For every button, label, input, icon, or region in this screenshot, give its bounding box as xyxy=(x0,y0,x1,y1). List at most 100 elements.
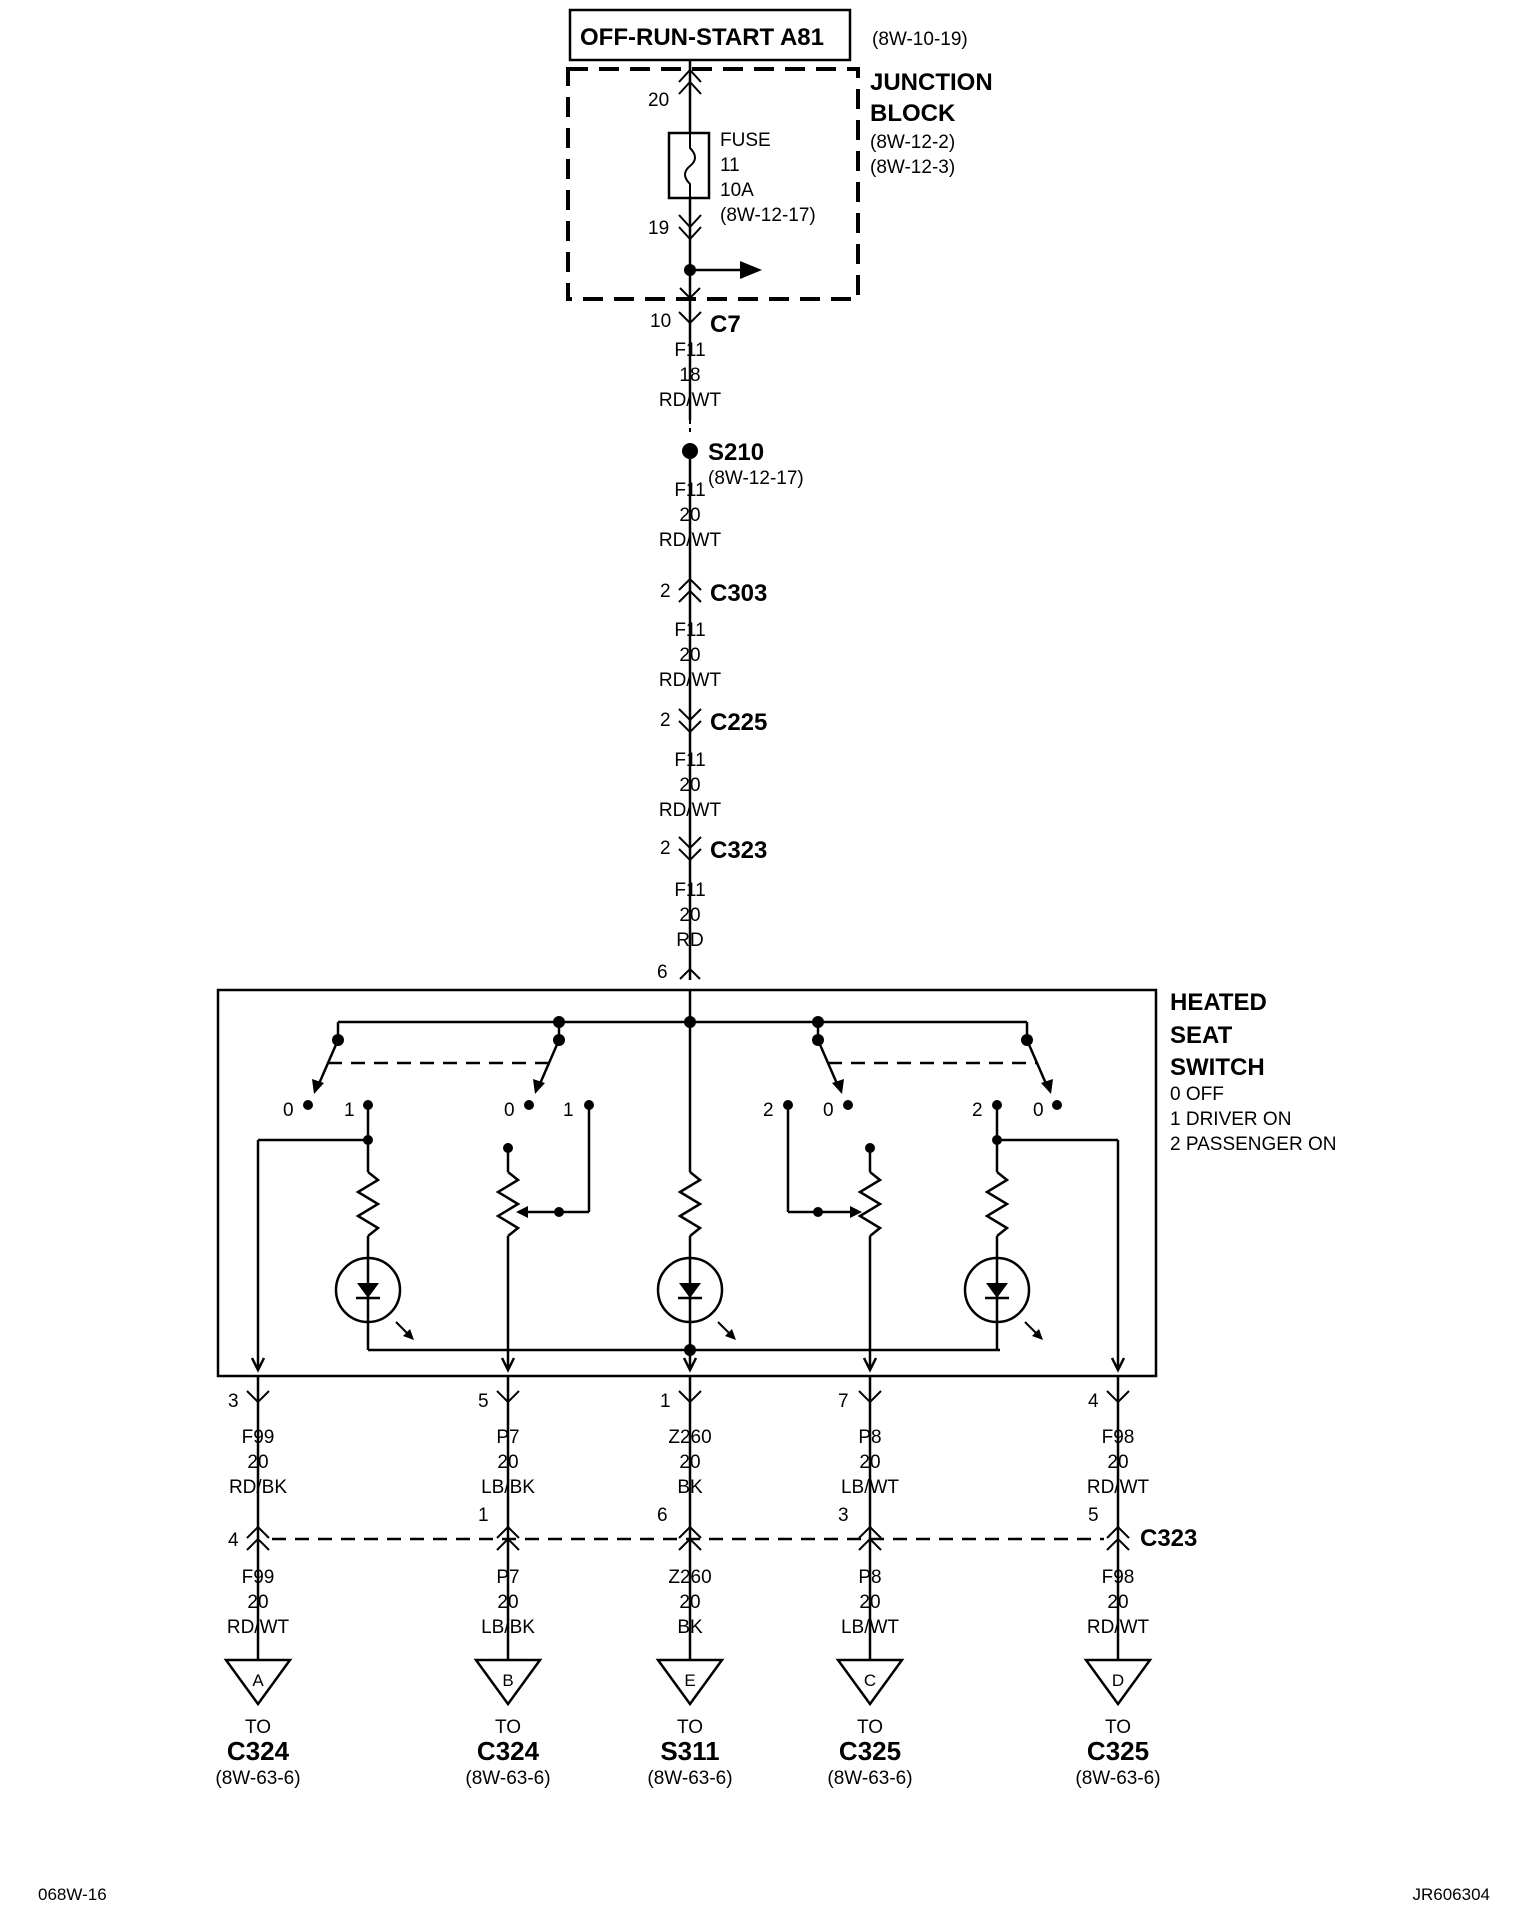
output-color: LB/WT xyxy=(841,1477,899,1498)
output-z260: 1 Z260 20 BK 6 Z260 20 BK E TO S311 (8W-… xyxy=(647,1390,733,1789)
output-pin: 4 xyxy=(1088,1391,1099,1412)
c225-label: C225 xyxy=(710,709,767,736)
to-label: TO xyxy=(495,1717,521,1738)
output-circuit: Z260 xyxy=(668,1427,711,1448)
output-color: RD/WT xyxy=(1087,1477,1150,1498)
led-diode-icon xyxy=(679,1283,701,1298)
position-label: 0 xyxy=(1033,1100,1044,1121)
destination-ref: (8W-63-6) xyxy=(465,1768,550,1789)
fuse-pin-in: 20 xyxy=(648,90,669,111)
off-page-connector-icon xyxy=(835,1658,905,1707)
junction-block-ref-2: (8W-12-3) xyxy=(870,157,955,178)
c7-pin: 10 xyxy=(650,311,671,332)
light-emission-arrow-icon xyxy=(1032,1329,1043,1340)
c323-connector-icon xyxy=(678,1525,702,1551)
destination-label: S311 xyxy=(660,1736,719,1766)
off-page-connector-icon xyxy=(1083,1658,1153,1707)
indicator-lamp-icon xyxy=(656,1256,724,1324)
wire-color: RD/WT xyxy=(659,800,722,821)
off-page-letter: A xyxy=(252,1671,264,1690)
contact-dot xyxy=(843,1100,853,1110)
switch-legend-passenger: 2 PASSENGER ON xyxy=(1170,1134,1336,1155)
footer-page-id: 068W-16 xyxy=(38,1885,107,1904)
output-circuit: P8 xyxy=(858,1427,881,1448)
output-color: BK xyxy=(677,1477,703,1498)
s210-label: S210 xyxy=(708,439,764,466)
output-gauge: 20 xyxy=(247,1452,268,1473)
destination-ref: (8W-63-6) xyxy=(215,1768,300,1789)
connector-icon xyxy=(858,1390,882,1404)
bus-dot xyxy=(553,1016,565,1028)
c225-pin: 2 xyxy=(660,710,671,731)
output-pin: 3 xyxy=(228,1391,239,1412)
to-label: TO xyxy=(677,1717,703,1738)
wire-gauge: 18 xyxy=(679,365,700,386)
off-page-letter: B xyxy=(502,1671,513,1690)
off-page-connector-icon xyxy=(473,1658,543,1707)
to-label: TO xyxy=(245,1717,271,1738)
blade-arrow-icon xyxy=(312,1079,324,1094)
junction-block-ref-1: (8W-12-2) xyxy=(870,132,955,153)
output-gauge: 20 xyxy=(679,1452,700,1473)
resistor-icon xyxy=(984,1171,1010,1237)
switch-label-2: SEAT xyxy=(1170,1022,1233,1049)
wire-circuit: F11 xyxy=(674,620,705,641)
blade-arrow-icon xyxy=(1041,1079,1053,1094)
output-p7: 5 P7 20 LB/BK 1 P7 20 LB/BK B TO C324 (8… xyxy=(465,1390,551,1789)
wire-color: RD/WT xyxy=(659,670,722,691)
wire-color: RD/WT xyxy=(659,390,722,411)
junction-dot xyxy=(503,1143,513,1153)
off-page-connector-icon xyxy=(223,1658,293,1707)
c323-connector-icon xyxy=(496,1525,520,1551)
output-f99: 3 F99 20 RD/BK 4 F99 20 RD/WT A TO C324 … xyxy=(215,1390,301,1789)
position-label: 1 xyxy=(563,1100,574,1121)
title-text: OFF-RUN-START A81 xyxy=(580,24,824,51)
junction-block-label-1: JUNCTION xyxy=(870,69,993,96)
output-color: LB/WT xyxy=(841,1617,899,1638)
c323-pin: 1 xyxy=(478,1505,489,1526)
output-gauge: 20 xyxy=(1107,1592,1128,1613)
output-arrow-icon xyxy=(682,1357,698,1373)
wire-gauge: 20 xyxy=(679,645,700,666)
fuse-label: FUSE xyxy=(720,130,771,151)
led-diode-icon xyxy=(357,1283,379,1298)
fuse-output-connector-icon xyxy=(678,214,702,241)
output-arrow-icon xyxy=(500,1357,516,1373)
fuse-ref: (8W-12-17) xyxy=(720,205,816,226)
fuse-rating: 10A xyxy=(720,180,754,201)
off-page-letter: C xyxy=(864,1671,876,1690)
fuse-element-icon xyxy=(684,133,696,198)
output-gauge: 20 xyxy=(679,1592,700,1613)
wiper-arrow-icon xyxy=(516,1206,528,1218)
bus-dot xyxy=(812,1016,824,1028)
destination-label: C324 xyxy=(477,1736,540,1766)
light-emission-arrow-icon xyxy=(725,1329,736,1340)
output-p8: 7 P8 20 LB/WT 3 P8 20 LB/WT C TO C325 (8… xyxy=(827,1390,913,1789)
resistor-icon xyxy=(355,1171,381,1237)
output-arrow-icon xyxy=(1110,1357,1126,1373)
fuse-input-connector-icon xyxy=(678,68,702,95)
position-label: 0 xyxy=(504,1100,515,1121)
switch-legend-off: 0 OFF xyxy=(1170,1084,1224,1105)
c303-pin: 2 xyxy=(660,581,671,602)
c7-label: C7 xyxy=(710,311,741,338)
c323-top-connector-icon xyxy=(678,836,702,862)
resistor-icon xyxy=(677,1171,703,1237)
wire-color: RD xyxy=(676,930,703,951)
title-ref: (8W-10-19) xyxy=(872,29,968,50)
output-color: LB/BK xyxy=(481,1477,535,1498)
footer-figure-id: JR606304 xyxy=(1412,1885,1490,1904)
c225-connector-icon xyxy=(678,708,702,734)
connector-icon xyxy=(246,1390,270,1404)
c323-connector-icon xyxy=(246,1525,270,1551)
to-label: TO xyxy=(857,1717,883,1738)
junction-exit-arrow-icon xyxy=(679,287,701,300)
output-circuit: F98 xyxy=(1102,1427,1135,1448)
destination-label: C325 xyxy=(839,1736,901,1766)
wire-circuit: F11 xyxy=(674,340,705,361)
output-circuit: F99 xyxy=(242,1567,275,1588)
connector-icon xyxy=(496,1390,520,1404)
s210-ref: (8W-12-17) xyxy=(708,468,804,489)
c323-bottom-label: C323 xyxy=(1140,1525,1197,1552)
